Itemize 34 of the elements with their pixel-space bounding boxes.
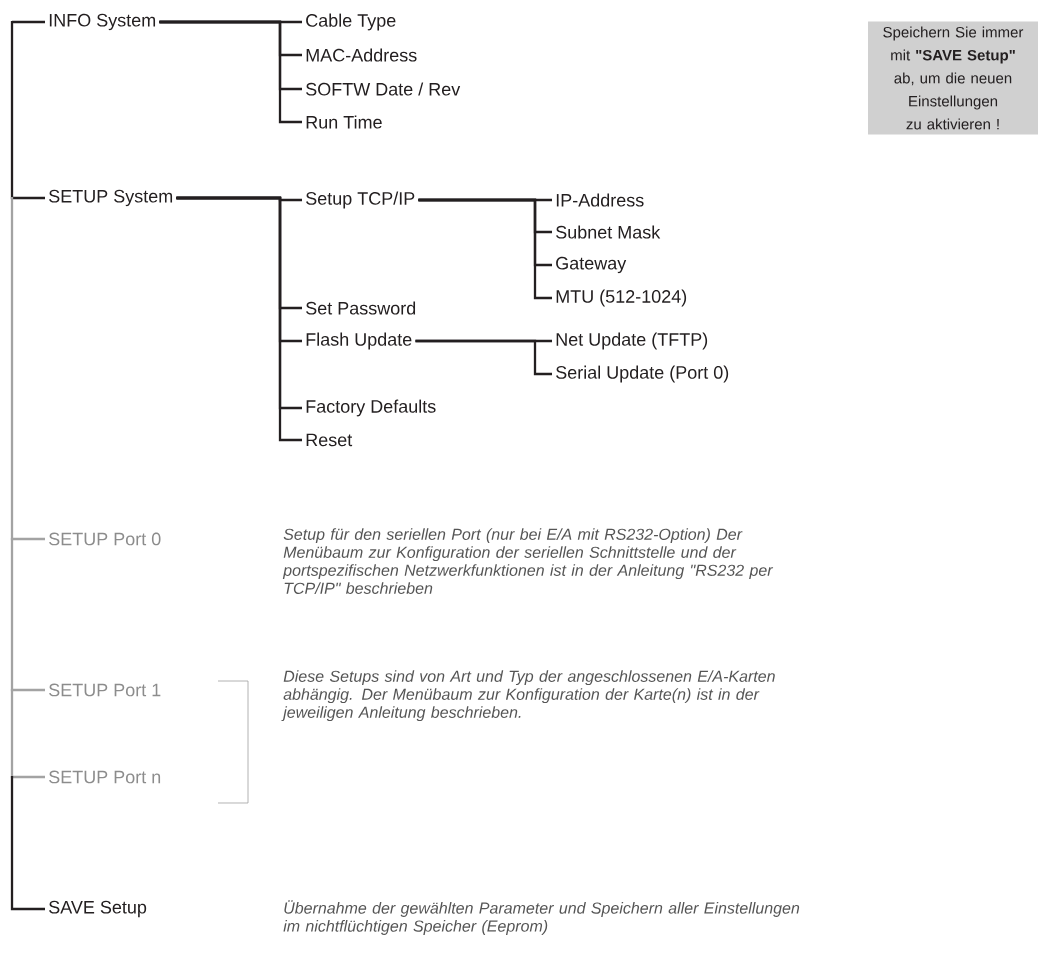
tree-connector xyxy=(10,689,45,779)
menu-item: Subnet Mask xyxy=(556,225,661,239)
menu-item: SOFTW Date / Rev xyxy=(306,82,461,96)
menu-item: SETUP Port n xyxy=(49,770,161,784)
menu-item: SAVE Setup xyxy=(49,900,147,918)
tree-connector xyxy=(418,198,552,300)
description-text: Setup für den seriellen Port (nur bei E/A mit RS232-Option) Der Menübaum zur Konfiguration der seriellen Schnittstelle und der portspezifischen Netzwerkfunktionen ist in der Anleitung "RS232 per TCP/IP" beschrieben xyxy=(282,528,774,594)
menu-item: Cable Type xyxy=(306,13,396,31)
menu-item: INFO System xyxy=(49,13,156,31)
menu-item: SETUP Port 0 xyxy=(49,532,161,546)
menu-item: SETUP System xyxy=(49,189,173,207)
menu-item: SETUP Port 1 xyxy=(49,683,161,697)
menu-item: MAC-Address xyxy=(306,48,417,62)
menu-item: Run Time xyxy=(306,115,382,129)
tree-connector xyxy=(10,21,45,200)
menu-item: Flash Update xyxy=(306,332,412,350)
tree-connector xyxy=(10,538,45,692)
tree-connector xyxy=(10,776,45,911)
menu-item: Set Password xyxy=(306,301,416,315)
tree-connector xyxy=(10,197,45,541)
menu-item: Serial Update (Port 0) xyxy=(556,365,729,383)
tree-connector xyxy=(159,20,302,124)
description-text: Diese Setups sind von Art und Typ der angeschlossenen E/A-Karten abhängig. Der Menübaum zur Konfiguration der Karte(n) ist in der jeweiligen Anleitung beschrieben. xyxy=(281,670,775,722)
menu-item: MTU (512-1024) xyxy=(556,289,687,307)
menu-item: Reset xyxy=(306,433,353,447)
menu-item: Factory Defaults xyxy=(306,399,436,417)
description-text: Übernahme der gewählten Parameter und Speichern aller Einstellungen im nichtflüchtigen Speicher (Eeprom) xyxy=(283,900,800,935)
menu-item: Setup TCP/IP xyxy=(306,191,415,209)
note-box: Speichern Sie immer mit "SAVE Setup" ab, um die neuen Einstellungen zu aktivieren ! xyxy=(868,21,1038,135)
menu-item: Net Update (TFTP) xyxy=(556,332,708,350)
menu-item: Gateway xyxy=(556,256,627,274)
tree-connector xyxy=(415,339,552,376)
tree-connector xyxy=(12,20,45,24)
menu-item: IP-Address xyxy=(556,193,644,207)
